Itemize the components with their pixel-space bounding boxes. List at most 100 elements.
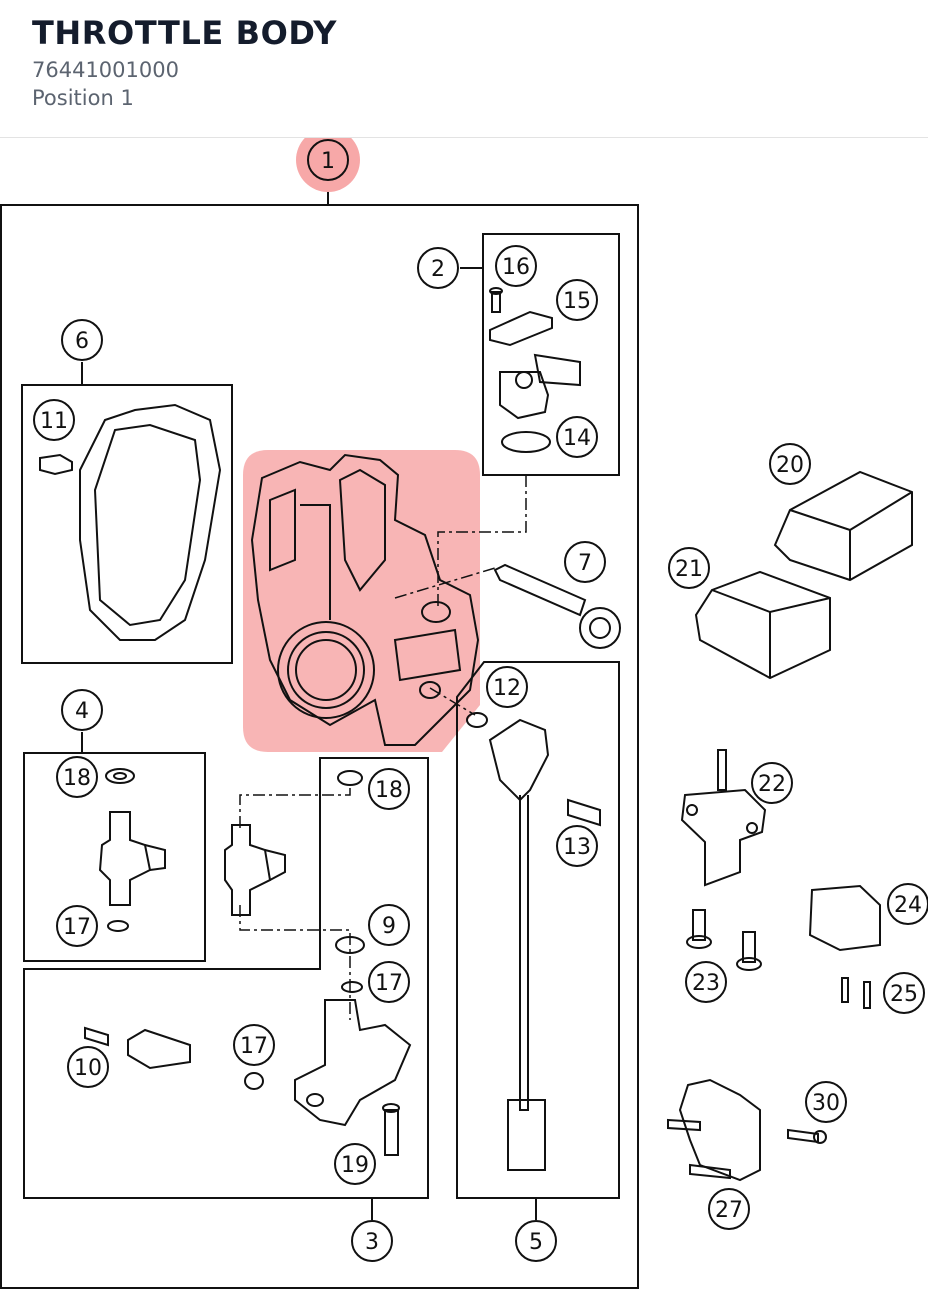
- box-cover-group: [21, 384, 233, 664]
- callout-15[interactable]: 15: [556, 279, 598, 321]
- callout-18[interactable]: 18: [368, 768, 410, 810]
- callout-17[interactable]: 17: [233, 1024, 275, 1066]
- callout-circle: [61, 319, 103, 361]
- callout-label: 12: [493, 676, 521, 701]
- callout-24[interactable]: 24: [887, 883, 928, 925]
- callout-label: 19: [341, 1153, 369, 1178]
- callout-label: 30: [812, 1091, 840, 1116]
- callout-circle: [56, 905, 98, 947]
- page-header: THROTTLE BODY 76441001000 Position 1: [0, 0, 928, 138]
- callout-label: 27: [715, 1198, 743, 1223]
- map-sensor-part[interactable]: [680, 749, 767, 887]
- callout-1[interactable]: 1: [296, 138, 360, 192]
- screw-part[interactable]: [686, 909, 762, 971]
- callout-circle: [351, 1220, 393, 1262]
- sensor-module-part[interactable]: [808, 884, 881, 1009]
- fuel-injector-part[interactable]: [98, 768, 166, 932]
- callout-circle: [805, 1081, 847, 1123]
- callout-circle: [486, 666, 528, 708]
- callout-circle: [668, 547, 710, 589]
- callout-22[interactable]: 22: [751, 762, 793, 804]
- page-title: THROTTLE BODY: [32, 14, 338, 52]
- callout-label: 2: [431, 257, 445, 282]
- callout-21[interactable]: 21: [668, 547, 710, 589]
- callout-circle: [564, 541, 606, 583]
- callout-highlight: [296, 138, 360, 192]
- throttle-cover-part[interactable]: [39, 403, 222, 641]
- callout-label: 4: [75, 699, 89, 724]
- callout-label: 21: [675, 557, 703, 582]
- callout-12[interactable]: 12: [486, 666, 528, 708]
- injector-holder-part[interactable]: [84, 770, 412, 1156]
- callout-10[interactable]: 10: [67, 1046, 109, 1088]
- callout-label: 14: [563, 426, 591, 451]
- callout-27[interactable]: 27: [708, 1188, 750, 1230]
- callout-circle: [368, 904, 410, 946]
- exploded-parts-diagram: 1216151461172021121341817189171017193522…: [0, 138, 928, 1289]
- callout-17[interactable]: 17: [56, 905, 98, 947]
- callout-3[interactable]: 3: [351, 1220, 393, 1262]
- callout-30[interactable]: 30: [805, 1081, 847, 1123]
- callout-19[interactable]: 19: [334, 1143, 376, 1185]
- box-sensor-group: [482, 233, 620, 476]
- callout-5[interactable]: 5: [515, 1220, 557, 1262]
- callout-label: 20: [776, 453, 804, 478]
- callout-label: 17: [63, 915, 91, 940]
- wiring-harness-part[interactable]: [466, 712, 601, 1171]
- callout-16[interactable]: 16: [495, 245, 537, 287]
- throttle-body-part[interactable]: [250, 453, 480, 746]
- callout-14[interactable]: 14: [556, 416, 598, 458]
- callout-label: 7: [578, 551, 592, 576]
- callout-label: 13: [563, 835, 591, 860]
- callout-label: 15: [563, 289, 591, 314]
- callout-2[interactable]: 2: [417, 247, 459, 289]
- callout-25[interactable]: 25: [883, 972, 925, 1014]
- callout-circle: [556, 279, 598, 321]
- idle-valve-part[interactable]: [493, 563, 621, 649]
- callout-circle: [368, 768, 410, 810]
- position-label: Position 1: [32, 86, 134, 110]
- callout-label: 18: [375, 778, 403, 803]
- callout-circle: [56, 756, 98, 798]
- box-injector-holder-group: [23, 757, 429, 1199]
- callout-circle: [556, 825, 598, 867]
- callout-label: 3: [365, 1230, 379, 1255]
- callout-4[interactable]: 4: [61, 689, 103, 731]
- callout-circle: [368, 961, 410, 1003]
- callout-label: 22: [758, 772, 786, 797]
- callout-circle: [67, 1046, 109, 1088]
- callout-circle: [708, 1188, 750, 1230]
- callout-label: 1: [321, 149, 335, 174]
- callout-23[interactable]: 23: [685, 961, 727, 1003]
- actuator-part[interactable]: [667, 1078, 827, 1182]
- callout-11[interactable]: 11: [33, 399, 75, 441]
- callout-7[interactable]: 7: [564, 541, 606, 583]
- callout-label: 16: [502, 255, 530, 280]
- callout-17[interactable]: 17: [368, 961, 410, 1003]
- callout-9[interactable]: 9: [368, 904, 410, 946]
- callout-18[interactable]: 18: [56, 756, 98, 798]
- callout-circle: [883, 972, 925, 1014]
- callout-6[interactable]: 6: [61, 319, 103, 361]
- callout-label: 9: [382, 914, 396, 939]
- callout-circle: [685, 961, 727, 1003]
- callout-label: 24: [894, 893, 922, 918]
- callout-label: 25: [890, 982, 918, 1007]
- part-number: 76441001000: [32, 58, 179, 82]
- callout-label: 17: [375, 971, 403, 996]
- outer-frame: [0, 204, 639, 1289]
- tps-sensor-part[interactable]: [489, 287, 581, 453]
- callout-20[interactable]: 20: [769, 443, 811, 485]
- callout-circle: [769, 443, 811, 485]
- callout-13[interactable]: 13: [556, 825, 598, 867]
- callout-circle: [495, 245, 537, 287]
- callout-circle: [751, 762, 793, 804]
- callout-circle: [307, 139, 349, 181]
- ecu-part[interactable]: [694, 470, 913, 680]
- callout-label: 5: [529, 1230, 543, 1255]
- box-harness-group: [456, 661, 620, 1199]
- callout-circle: [334, 1143, 376, 1185]
- callout-circle: [61, 689, 103, 731]
- callout-circle: [233, 1024, 275, 1066]
- callout-label: 23: [692, 971, 720, 996]
